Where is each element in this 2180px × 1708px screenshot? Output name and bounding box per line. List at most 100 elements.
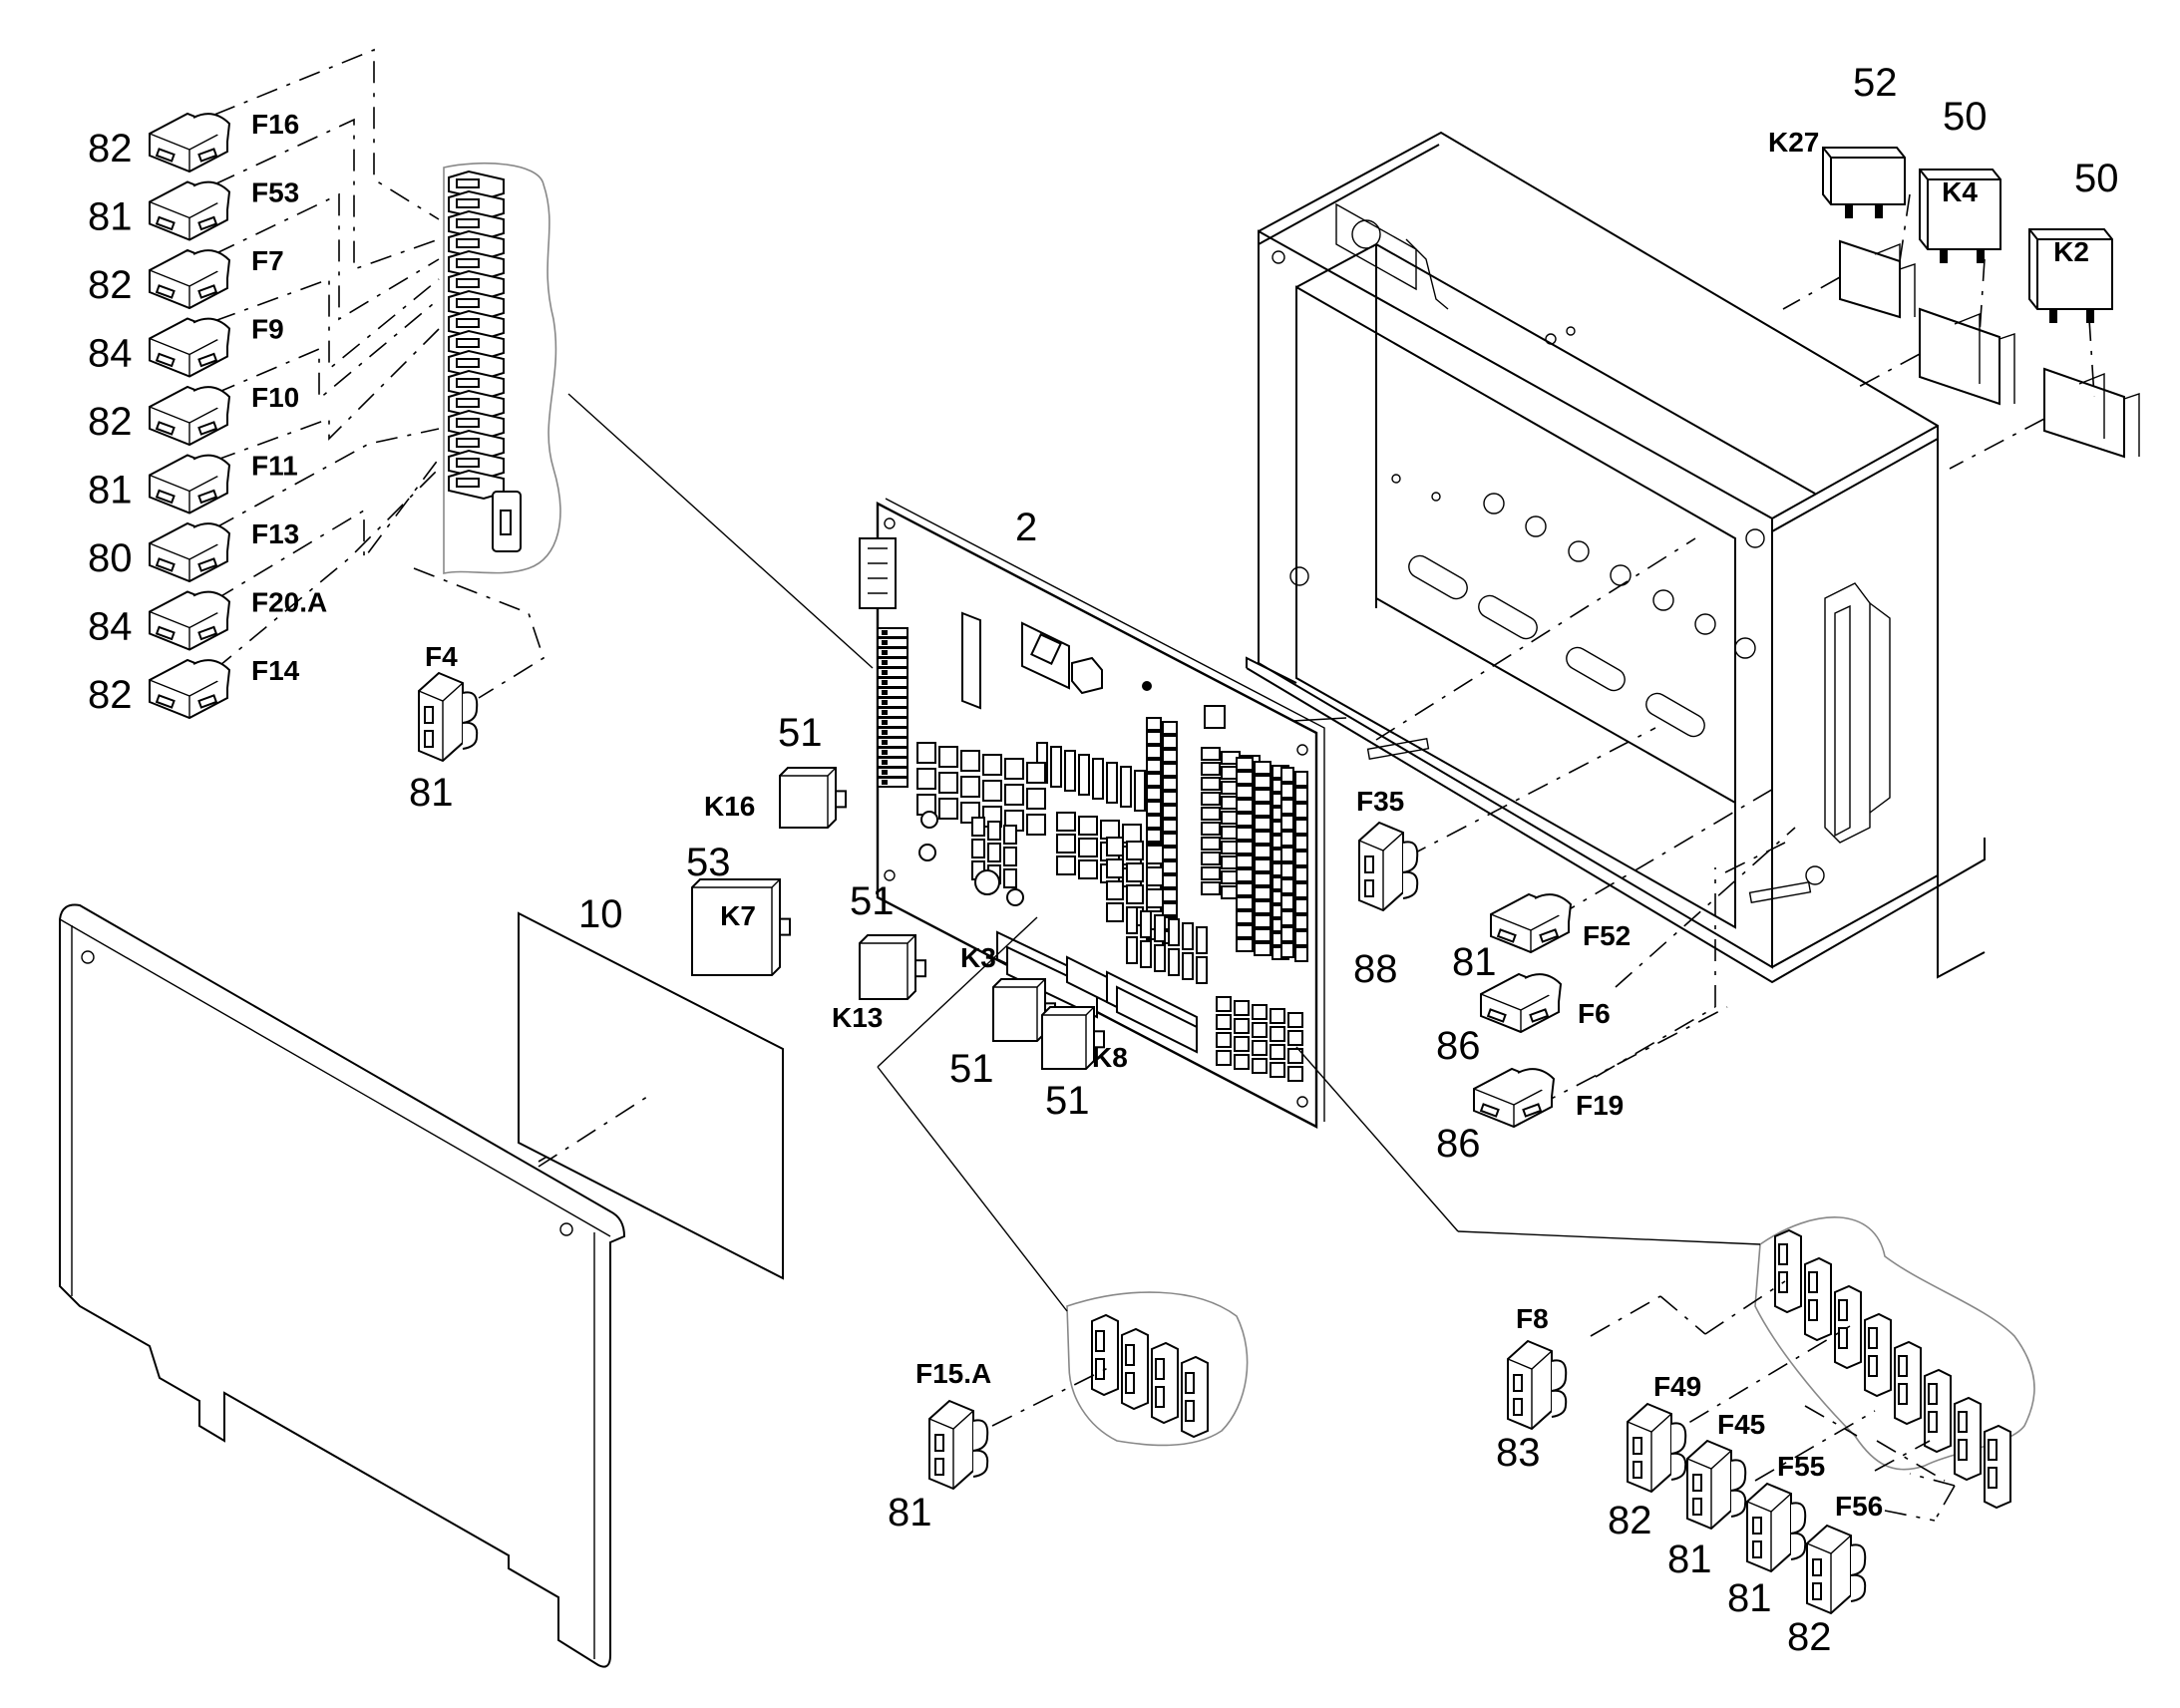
label-sheet-qty: 10 <box>578 892 623 936</box>
fuse-f19 <box>1473 1067 1556 1129</box>
relay-k7-qty: 53 <box>686 841 731 884</box>
left-fuse-qty: 82 <box>88 127 133 171</box>
bottom-fuse-qty: 82 <box>1608 1499 1652 1542</box>
bottom-fuse-tag: F45 <box>1717 1409 1765 1440</box>
right-fuse-qty: 86 <box>1436 1024 1481 1068</box>
bottom-fuse-tag: F8 <box>1516 1303 1549 1334</box>
left-fuse-routing <box>213 48 545 699</box>
left-fuse-qty: 81 <box>88 195 133 239</box>
relay-k4-tag: K4 <box>1942 176 1978 207</box>
zoom-halo-bottom <box>1066 1291 1249 1447</box>
left-fuse-qty: 84 <box>88 332 133 376</box>
left-fuse-tag: F7 <box>251 245 284 276</box>
zoom-halo-right <box>1754 1216 2035 1510</box>
fuse-f13 <box>149 521 231 583</box>
right-fuse-tag: F52 <box>1583 920 1631 951</box>
enclosure-box <box>1246 131 2140 984</box>
relay-k8-qty: 51 <box>1045 1079 1090 1123</box>
relay-k3-tag: K3 <box>960 942 996 973</box>
label-sheet <box>518 911 784 1280</box>
relay-k16-tag: K16 <box>704 791 755 822</box>
board-qty: 2 <box>1015 506 1037 549</box>
fuse-f20a <box>149 590 231 651</box>
relay-k16 <box>779 767 847 829</box>
fuse-f9 <box>149 317 231 378</box>
control-board <box>859 498 1325 1129</box>
fuse-f10 <box>149 385 231 447</box>
left-fuse-tag: F9 <box>251 314 284 345</box>
bottom-fuse-tag: F56 <box>1835 1491 1883 1522</box>
dash-callouts <box>538 537 1956 1522</box>
relay-k2 <box>2028 228 2113 323</box>
left-fuse-list: 82F1681F5382F784F982F1081F1180F1384F20.A… <box>88 109 327 717</box>
fuse-f4-qty: 81 <box>409 771 454 815</box>
left-fuse-tag: F16 <box>251 109 299 140</box>
left-fuse-qty: 81 <box>88 469 133 512</box>
fuse-f49 <box>1627 1402 1687 1494</box>
relay-k4-qty: 50 <box>1943 95 1988 139</box>
bottom-fuse-qty: 82 <box>1787 1615 1832 1659</box>
fuse-f55 <box>1746 1482 1807 1573</box>
fuse-f15a-tag: F15.A <box>915 1358 991 1389</box>
bottom-fuse-qty: 81 <box>1667 1537 1712 1581</box>
left-fuse-tag: F10 <box>251 382 299 413</box>
left-fuse-qty: 80 <box>88 536 133 580</box>
left-fuse-qty: 84 <box>88 605 133 649</box>
relay-k13-tag: K13 <box>832 1002 883 1033</box>
relay-k13-qty: 51 <box>850 879 895 923</box>
relay-k16-qty: 51 <box>778 711 823 755</box>
right-fuse-qty: 86 <box>1436 1122 1481 1166</box>
left-fuse-qty: 82 <box>88 673 133 717</box>
relay-k7-tag: K7 <box>720 900 756 931</box>
fuse-f6 <box>1480 972 1563 1034</box>
relay-k13 <box>859 934 926 1000</box>
fuse-f35-qty: 88 <box>1353 947 1398 991</box>
relay-k27-tag: K27 <box>1768 127 1819 158</box>
fuse-f15a-qty: 81 <box>888 1491 932 1535</box>
fuse-f45 <box>1686 1439 1747 1531</box>
left-fuse-tag: F13 <box>251 518 299 549</box>
fuse-f35 <box>1358 821 1419 912</box>
left-fuse-tag: F53 <box>251 177 299 208</box>
left-fuse-tag: F11 <box>251 451 298 482</box>
relay-k27-qty: 52 <box>1853 61 1898 105</box>
right-fuse-tag: F19 <box>1576 1090 1624 1121</box>
fuse-f4-tag: F4 <box>425 641 458 672</box>
fuse-f15a <box>928 1399 989 1491</box>
relay-callout-lines <box>1782 193 2095 470</box>
relay-k8 <box>1041 1006 1105 1070</box>
cover-panel <box>59 903 626 1668</box>
left-fuse-tag: F14 <box>251 655 300 686</box>
bottom-fuse-tag: F49 <box>1653 1371 1701 1402</box>
fuse-f35-tag: F35 <box>1356 786 1404 817</box>
relay-k2-qty: 50 <box>2074 157 2119 200</box>
fuse-f7 <box>149 248 231 310</box>
bottom-fuse-qty: 83 <box>1496 1431 1541 1475</box>
right-fuse-qty: 81 <box>1452 940 1497 984</box>
fuse-f8 <box>1507 1339 1568 1431</box>
relay-k8-tag: K8 <box>1092 1042 1128 1073</box>
left-fuse-qty: 82 <box>88 400 133 444</box>
zoom-halo-left <box>443 162 561 574</box>
relay-k2-tag: K2 <box>2053 236 2089 267</box>
leader-lines <box>567 393 1761 1312</box>
relay-k27 <box>1822 147 1906 218</box>
relay-k3-qty: 51 <box>949 1047 994 1091</box>
bottom-fuse-tag: F55 <box>1777 1451 1825 1482</box>
fuse-f52 <box>1490 892 1573 954</box>
fuse-f4 <box>418 671 479 763</box>
left-fuse-tag: F20.A <box>251 587 327 618</box>
left-fuse-qty: 82 <box>88 263 133 307</box>
fuse-f53 <box>149 180 231 241</box>
relay-k4 <box>1919 169 2001 263</box>
bottom-fuse-list: F8 83 F49 82 F45 81 F55 81 F56 82 <box>1496 1303 1883 1659</box>
bottom-fuse-qty: 81 <box>1727 1576 1772 1620</box>
fuse-f11 <box>149 454 231 514</box>
fuse-f56 <box>1806 1524 1867 1615</box>
fuse-f16 <box>149 112 231 173</box>
relay-k7 <box>691 878 791 976</box>
right-fuse-tag: F6 <box>1578 998 1611 1029</box>
